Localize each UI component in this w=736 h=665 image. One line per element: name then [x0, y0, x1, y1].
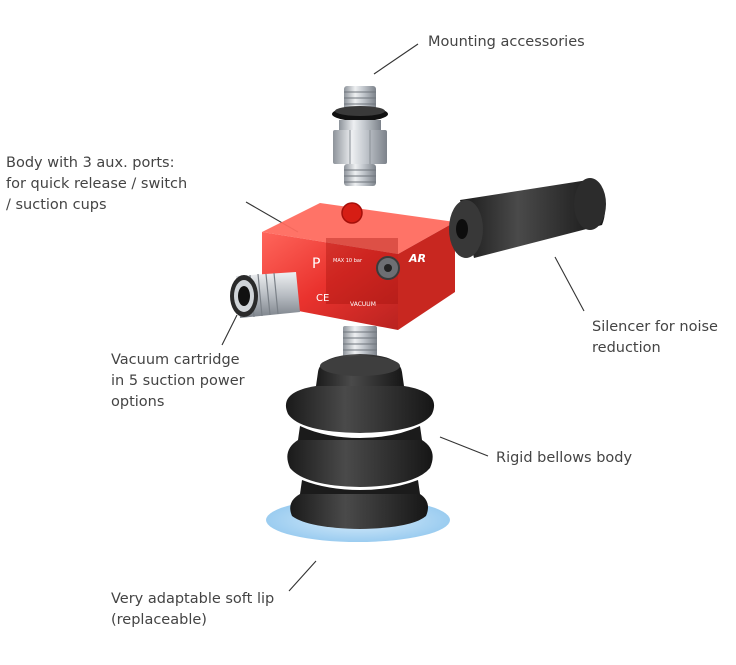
label-silencer: Silencer for noise reduction — [592, 317, 718, 359]
label-line: Body with 3 aux. ports: — [6, 155, 175, 171]
lower-fitting — [343, 326, 377, 362]
label-line: in 5 suction power — [111, 373, 245, 389]
label-line: (replaceable) — [111, 612, 207, 628]
body-marking-p: P — [312, 256, 320, 272]
label-line: / suction cups — [6, 197, 107, 213]
label-vacuum-cartridge: Vacuum cartridge in 5 suction power opti… — [111, 350, 245, 413]
vacuum-cartridge — [230, 272, 300, 318]
label-soft-lip: Very adaptable soft lip (replaceable) — [111, 589, 274, 631]
label-mounting-accessories: Mounting accessories — [428, 32, 585, 53]
red-valve-body: P MAX 10 bar CE AR VACUUM — [262, 202, 455, 330]
body-marking-pressure: MAX 10 bar — [333, 258, 363, 264]
label-line: Rigid bellows body — [496, 450, 633, 466]
label-line: for quick release / switch — [6, 176, 188, 192]
leader-cartridge — [221, 314, 238, 346]
leader-silencer — [554, 256, 585, 312]
body-marking-brand: AR — [408, 252, 426, 265]
silencer — [449, 178, 606, 258]
label-line: Very adaptable soft lip — [111, 591, 275, 607]
body-marking-ce: CE — [316, 293, 329, 304]
label-line: Silencer for noise — [592, 319, 718, 335]
body-marking-vacuum: VACUUM — [350, 301, 376, 308]
bellows — [285, 354, 435, 529]
label-body-ports: Body with 3 aux. ports: for quick releas… — [6, 153, 187, 216]
label-line: options — [111, 394, 165, 410]
leader-lip — [288, 560, 317, 592]
leader-bellows — [439, 436, 489, 457]
mounting-accessory — [332, 86, 388, 186]
label-rigid-bellows: Rigid bellows body — [496, 448, 632, 469]
leader-lines — [221, 43, 585, 592]
leader-mounting — [373, 43, 419, 75]
label-line: reduction — [592, 340, 661, 356]
label-line: Vacuum cartridge — [111, 352, 240, 368]
label-line: Mounting accessories — [428, 34, 585, 50]
